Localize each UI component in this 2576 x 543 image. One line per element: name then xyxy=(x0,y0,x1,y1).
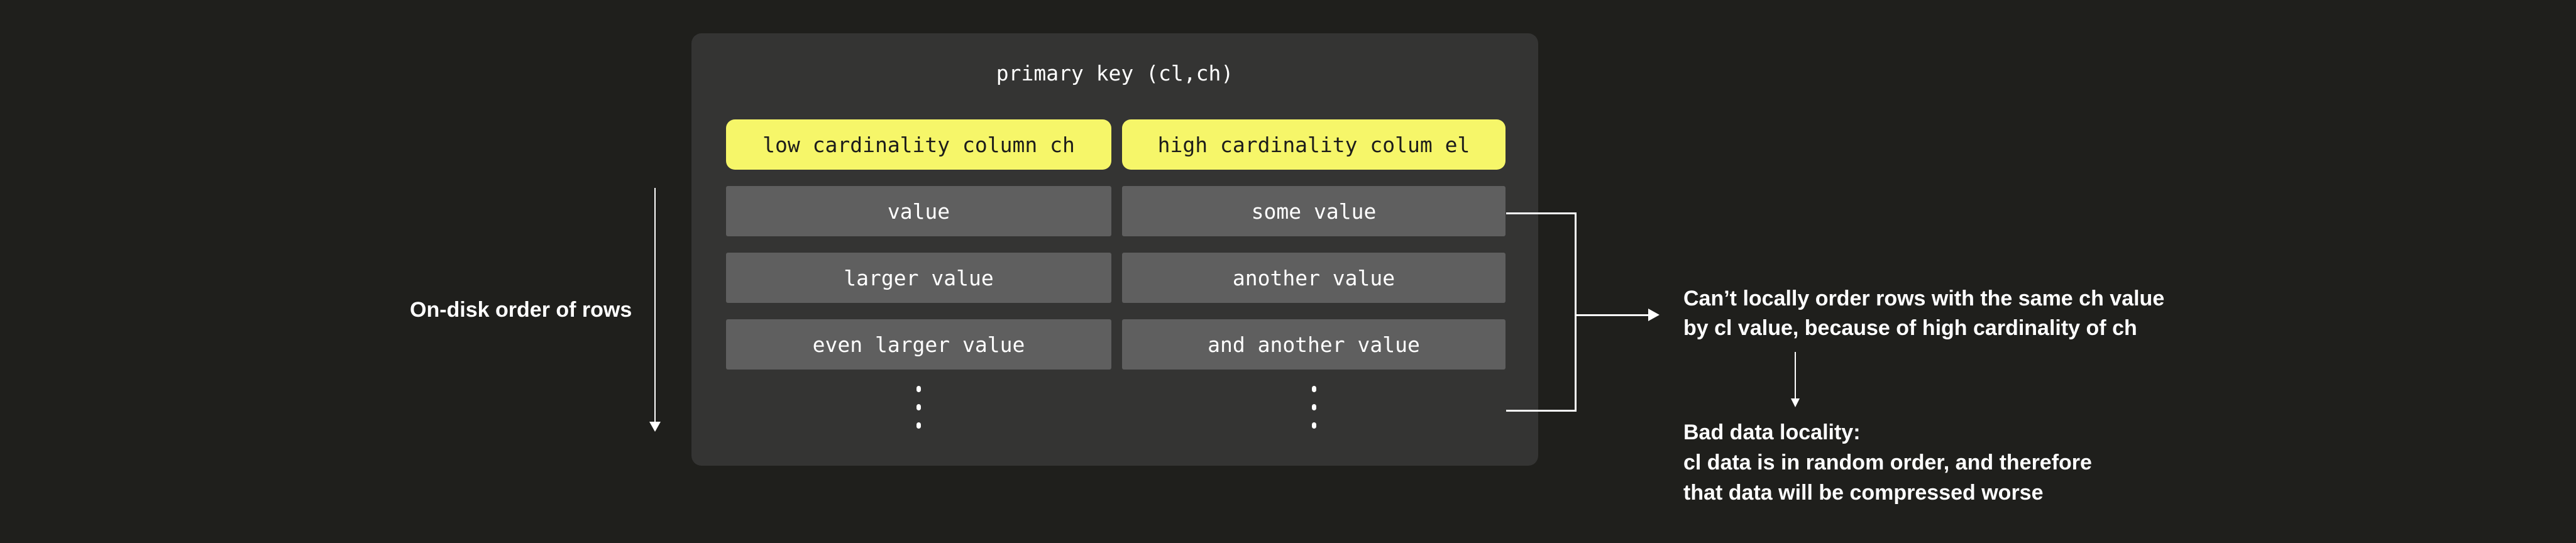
right-arrowhead-icon xyxy=(1648,309,1660,321)
bracket-vertical-line xyxy=(1575,212,1577,412)
table-row: and another value xyxy=(1122,319,1505,370)
column-header-high-cardinality: high cardinality colum el xyxy=(1122,119,1505,170)
table-row: even larger value xyxy=(726,319,1111,370)
bracket-top-line xyxy=(1506,212,1576,214)
column-header-low-cardinality: low cardinality column ch xyxy=(726,119,1111,170)
bad-locality-note-line1: Bad data locality: xyxy=(1683,420,1861,444)
ellipsis-dots xyxy=(726,386,1111,429)
panel-title: primary key (cl,ch) xyxy=(996,61,1234,85)
dot xyxy=(916,422,921,429)
down-arrowhead-icon xyxy=(1791,398,1800,407)
dot xyxy=(916,404,921,410)
column-high-cardinality: high cardinality colum el some value ano… xyxy=(1122,119,1505,429)
table-row: larger value xyxy=(726,253,1111,303)
dot xyxy=(1311,422,1316,429)
cant-order-note-line2: by cl value, because of high cardinality… xyxy=(1683,316,2137,340)
table-row: some value xyxy=(1122,186,1505,236)
cant-order-note-line1: Can’t locally order rows with the same c… xyxy=(1683,287,2165,310)
bracket-bottom-line xyxy=(1506,410,1576,412)
dot xyxy=(1311,386,1316,392)
down-arrowhead-icon xyxy=(649,422,661,432)
ellipsis-dots xyxy=(1122,386,1505,429)
bad-locality-note-line3: that data will be compressed worse xyxy=(1683,481,2044,505)
dot xyxy=(916,386,921,392)
bad-locality-note-line2: cl data is in random order, and therefor… xyxy=(1683,451,2092,474)
table-row: another value xyxy=(1122,253,1505,303)
table-row: value xyxy=(726,186,1111,236)
consequence-arrow-line xyxy=(1795,352,1796,400)
dot xyxy=(1311,404,1316,410)
cant-order-note: Can’t locally order rows with the same c… xyxy=(1683,284,2164,343)
on-disk-order-arrow-line xyxy=(654,188,656,422)
note-arrow-line xyxy=(1576,314,1649,316)
bad-locality-note: Bad data locality: cl data is in random … xyxy=(1683,417,2092,508)
on-disk-order-label: On-disk order of rows xyxy=(410,298,632,322)
primary-key-panel: primary key (cl,ch) low cardinality colu… xyxy=(691,33,1538,466)
column-low-cardinality: low cardinality column ch value larger v… xyxy=(726,119,1111,429)
